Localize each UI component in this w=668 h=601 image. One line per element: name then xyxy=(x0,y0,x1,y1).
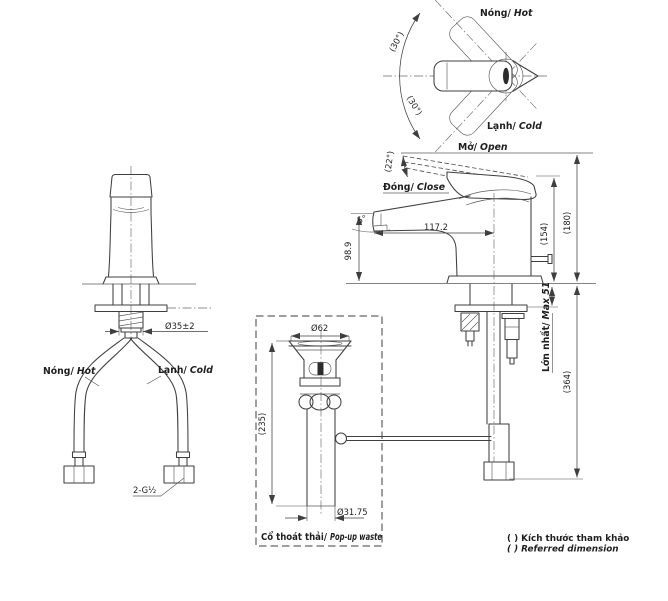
popup-caption: Cổ thoát thải/Pop-up waste xyxy=(261,531,382,543)
hot-label-front-en: Hot xyxy=(77,366,96,377)
popup-dashed-border xyxy=(255,315,383,547)
centerline-cold xyxy=(434,42,538,153)
cold-leader xyxy=(146,375,162,385)
popup-length-value: (235) xyxy=(257,413,267,436)
front-body xyxy=(102,173,160,285)
popup-body xyxy=(288,340,352,507)
side-under-counter xyxy=(454,283,528,481)
spout-tip-top xyxy=(512,60,539,92)
cold-label-front-en: Cold xyxy=(190,365,213,376)
spout-reach-value: 117.2 xyxy=(424,222,448,232)
cold-label-top: Lạnh/Cold xyxy=(487,121,542,132)
legend-line-vi: ( ) Kích thước tham khảo xyxy=(507,533,629,544)
cartridge-circle xyxy=(488,58,524,94)
supply-hoses xyxy=(63,337,195,484)
legend-line-en: ( ) Referred dimension xyxy=(507,545,619,555)
open-angle: (22°) xyxy=(383,150,396,173)
cold-label-top-vi: Lạnh/ xyxy=(487,121,516,132)
max-deck-vi: Lớn nhất/ xyxy=(541,322,552,372)
cold-label-front-vi: Lạnh/ xyxy=(158,365,187,376)
front-shank xyxy=(94,283,212,339)
popup-waste-box: Ø62 (23 xyxy=(255,315,383,547)
hot-label-front: Nóng/Hot xyxy=(43,366,96,377)
cold-label-front: Lạnh/Cold xyxy=(158,365,213,376)
height-closed-value: (154) xyxy=(539,223,549,246)
swing-arc xyxy=(399,12,421,140)
max-deck-label: Lớn nhất/Max 51 xyxy=(541,282,552,372)
front-view-faucet: Ø35±2 Nóng/Hot Lạnh/Cold 2-G½ xyxy=(43,166,213,497)
legend-note: ( ) Kích thước tham khảo ( ) Referred di… xyxy=(507,533,629,555)
shank-diameter-value: Ø35±2 xyxy=(165,321,195,331)
hot-label-front-vi: Nóng/ xyxy=(43,366,74,377)
close-label-vi: Đóng/ xyxy=(383,182,414,193)
handle-lever-top xyxy=(433,60,513,92)
hose-thread-leader xyxy=(160,477,185,497)
open-label-vi: Mở/ xyxy=(458,142,478,153)
open-label-en: Open xyxy=(480,142,508,153)
side-view-faucet: Mở/Open (22°) Đóng/Close xyxy=(343,142,596,481)
hot-leader xyxy=(84,376,100,387)
max-deck-en: Max 51 xyxy=(541,282,552,320)
spout-angle-value: 5° xyxy=(356,213,369,226)
lever-pin xyxy=(503,67,509,85)
handle-closed xyxy=(446,171,537,201)
height-open-value: (180) xyxy=(562,212,572,235)
hose-thread-value: 2-G½ xyxy=(133,485,156,495)
close-label: Đóng/Close xyxy=(383,182,445,193)
open-label: Mở/Open xyxy=(458,142,508,153)
popup-tail-diameter: Ø31.75 xyxy=(337,507,368,517)
cold-label-top-en: Cold xyxy=(519,121,542,132)
below-deck-value: (364) xyxy=(562,371,572,394)
popup-caption-vi: Cổ thoát thải/ xyxy=(261,531,328,543)
centerline-hot xyxy=(434,0,538,110)
popup-flange-diameter: Ø62 xyxy=(311,323,328,333)
spout-height-value: 98.9 xyxy=(343,242,353,261)
handle-body-seam2 xyxy=(465,197,530,206)
popup-caption-en: Pop-up waste xyxy=(330,532,382,543)
hot-label-top-vi: Nóng/ xyxy=(480,8,511,19)
open-angle-arc xyxy=(400,156,408,178)
close-label-en: Close xyxy=(417,182,445,193)
hot-label-top: Nóng/Hot xyxy=(480,8,533,19)
top-view-handle-swing: (30°) (30°) Nóng/Hot Lạnh/Cold xyxy=(383,0,548,153)
swing-angle-lower: (30°) xyxy=(405,94,425,117)
hot-label-top-en: Hot xyxy=(514,8,533,19)
